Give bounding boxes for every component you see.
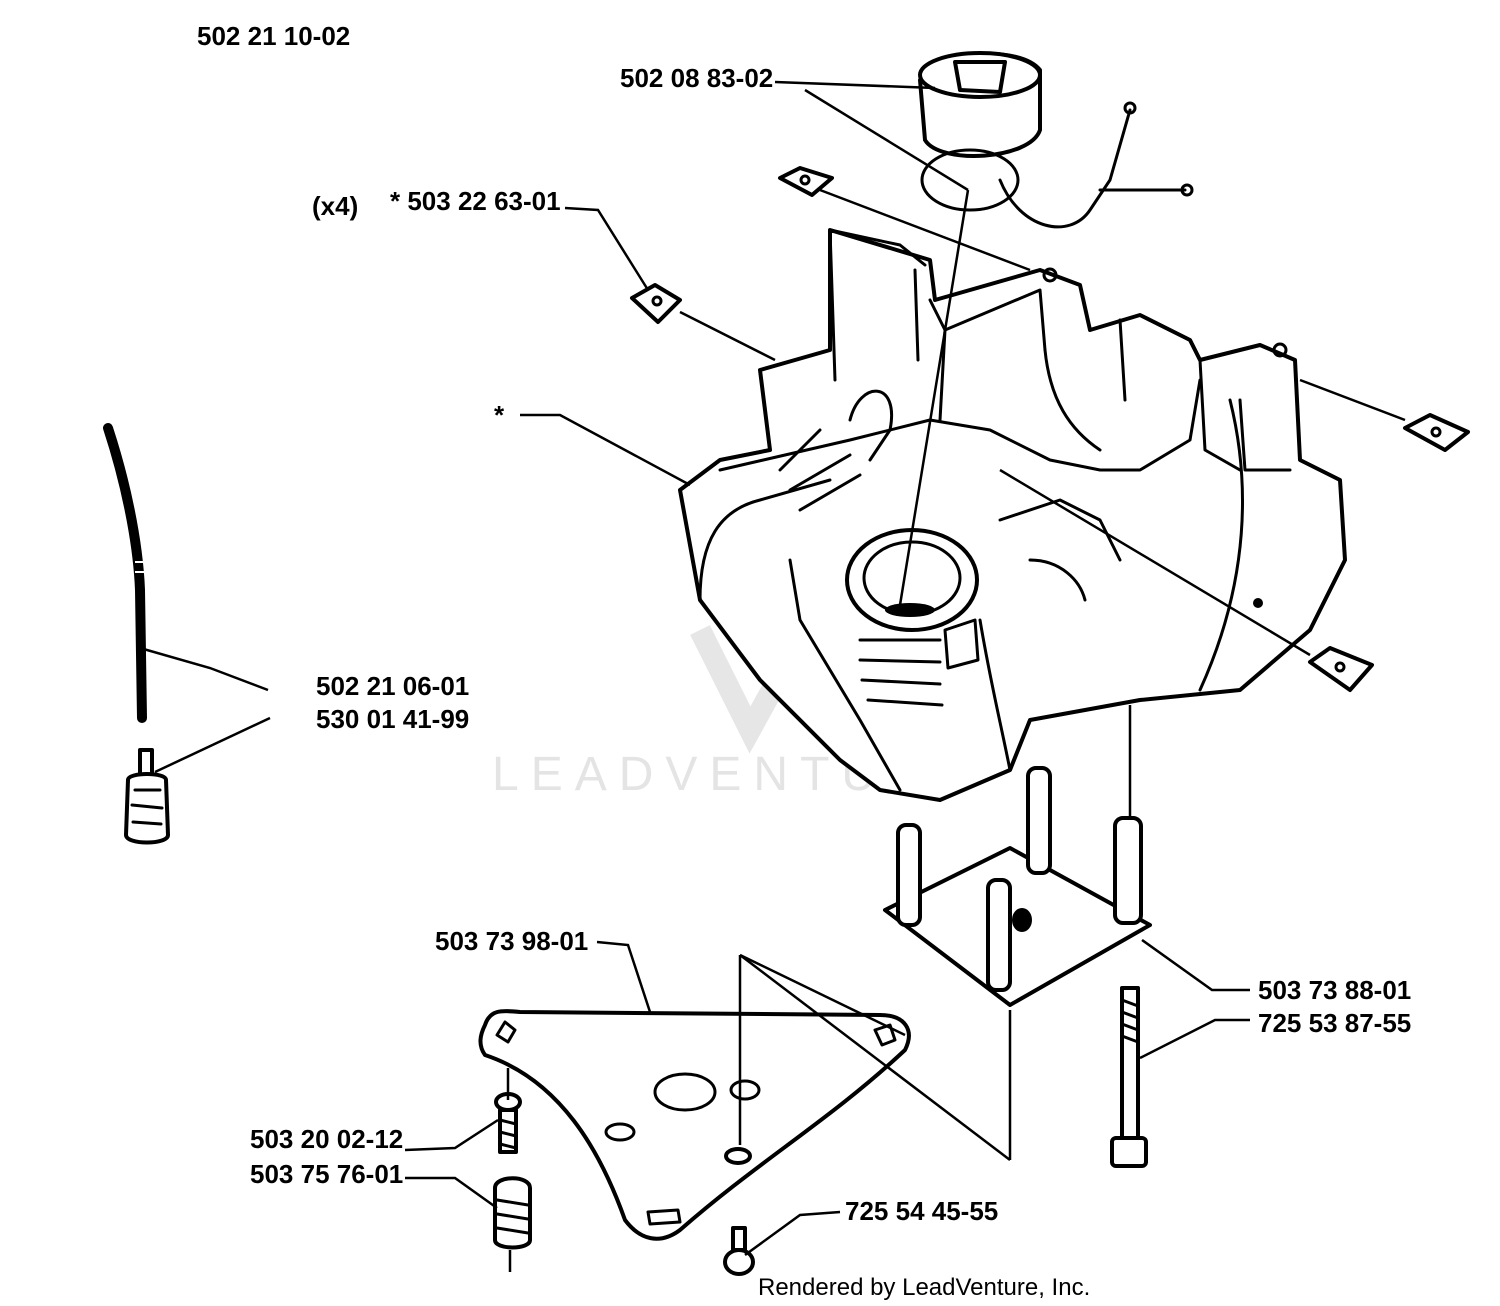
callout-530-01-41-99: 530 01 41-99 bbox=[316, 704, 469, 734]
callout-x4: (x4) bbox=[312, 191, 358, 221]
fuel-hose-icon bbox=[103, 423, 148, 723]
fuel-cap-icon bbox=[918, 51, 1194, 229]
callout-725-53-87-55: 725 53 87-55 bbox=[1258, 1008, 1411, 1038]
assembly-number: 502 21 10-02 bbox=[197, 21, 350, 51]
callout-502-08-83-02: 502 08 83-02 bbox=[620, 63, 773, 93]
leader-lines bbox=[139, 80, 1406, 1272]
fuel-filter-icon bbox=[124, 748, 170, 845]
callout-asterisk: * bbox=[494, 400, 505, 430]
spacer-icon bbox=[493, 1176, 532, 1250]
fuel-tank-body-icon bbox=[678, 228, 1347, 802]
screw-icon bbox=[494, 1092, 522, 1154]
mounting-bracket-icon bbox=[883, 766, 1152, 1007]
callout-503-22-63-01: * 503 22 63-01 bbox=[390, 186, 561, 216]
callout-503-20-02-12: 503 20 02-12 bbox=[250, 1124, 403, 1154]
small-screw-icon bbox=[723, 1226, 755, 1276]
callout-503-73-98-01: 503 73 98-01 bbox=[435, 926, 588, 956]
grommet-icon bbox=[630, 166, 1470, 692]
callout-502-21-06-01: 502 21 06-01 bbox=[316, 671, 469, 701]
callout-725-54-45-55: 725 54 45-55 bbox=[845, 1196, 998, 1226]
heat-shield-plate-icon bbox=[478, 1009, 911, 1241]
washer-icon bbox=[724, 1147, 752, 1165]
bolt-icon bbox=[1110, 986, 1148, 1168]
footer-credit: Rendered by LeadVenture, Inc. bbox=[758, 1274, 1090, 1301]
callout-503-75-76-01: 503 75 76-01 bbox=[250, 1159, 403, 1189]
callout-503-73-88-01: 503 73 88-01 bbox=[1258, 975, 1411, 1005]
